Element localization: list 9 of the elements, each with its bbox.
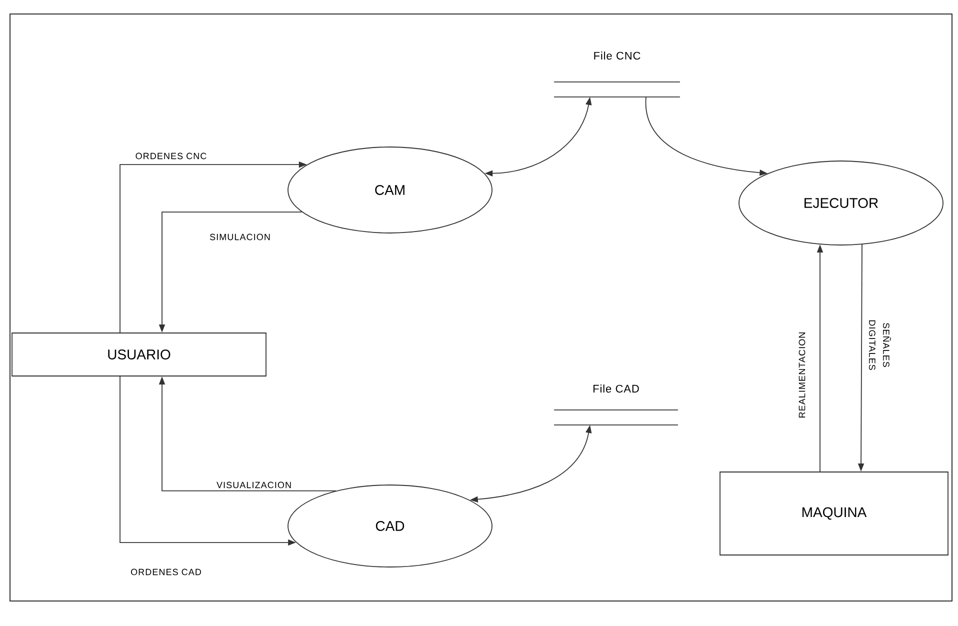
edge-label: REALIMENTACION [798, 330, 806, 420]
edge-label: ORDENES CNC [134, 152, 208, 160]
edge-label: ORDENES CAD [130, 568, 202, 576]
data-store: File CNC [554, 52, 680, 98]
entity-box: USUARIO [12, 332, 266, 376]
edge-label: SIMULACION [208, 232, 272, 242]
entity-box: MAQUINA [720, 472, 948, 556]
data-store: File CAD [554, 384, 678, 426]
edge-label: SEÑALES DIGITALES [868, 304, 892, 386]
